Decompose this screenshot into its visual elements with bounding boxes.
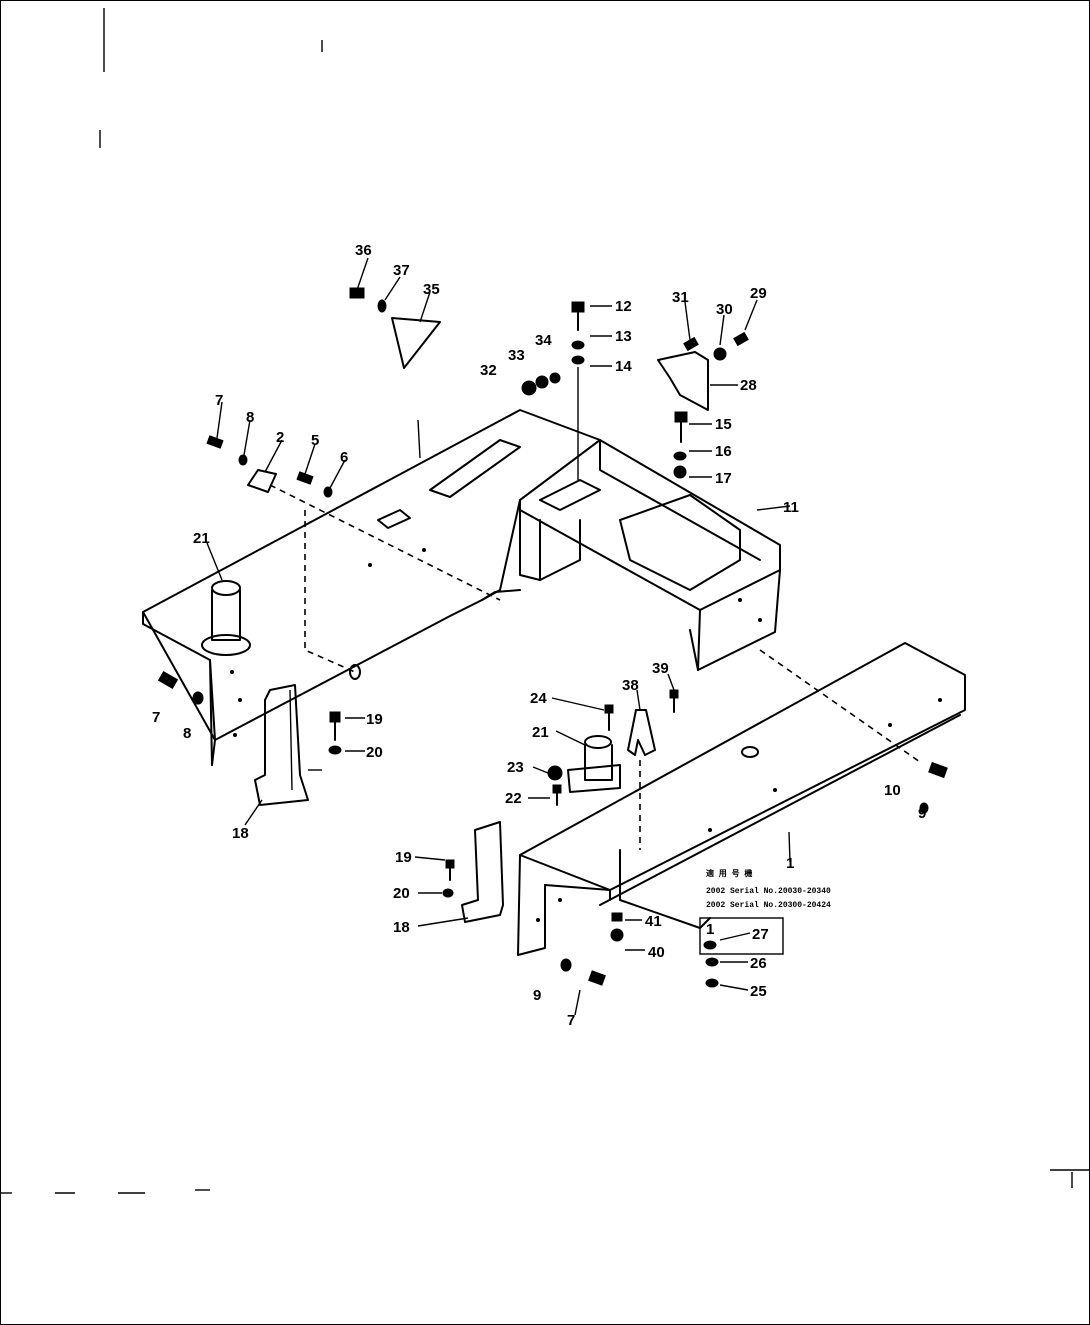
label-21-upper: 21: [193, 530, 210, 547]
label-33: 33: [508, 347, 525, 364]
lower-frame: [461, 642, 966, 956]
label-14: 14: [615, 358, 632, 375]
label-29: 29: [750, 285, 767, 302]
label-40: 40: [648, 944, 665, 961]
label-7-top: 7: [215, 392, 223, 409]
label-21-lower: 21: [532, 724, 549, 741]
label-32: 32: [480, 362, 497, 379]
label-5: 5: [311, 432, 319, 449]
label-19-upper: 19: [366, 711, 383, 728]
label-16: 16: [715, 443, 732, 460]
label-12: 12: [615, 298, 632, 315]
serial-note-line1: 2002 Serial No.20030-20340: [706, 887, 831, 896]
main-frame: [142, 409, 791, 806]
label-7-lower: 7: [567, 1012, 575, 1029]
serial-note-line2: 2002 Serial No.20300-20424: [706, 901, 831, 910]
alignment-lines: [269, 484, 921, 850]
label-27: 27: [752, 926, 769, 943]
label-36: 36: [355, 242, 372, 259]
label-1: 1: [786, 855, 794, 872]
label-17: 17: [715, 470, 732, 487]
label-25: 25: [750, 983, 767, 1000]
serial-note-box-number: 1: [706, 921, 714, 938]
label-23: 23: [507, 759, 524, 776]
label-8-left: 8: [183, 725, 191, 742]
label-8-top: 8: [246, 409, 254, 426]
label-41: 41: [645, 913, 662, 930]
label-30: 30: [716, 301, 733, 318]
label-18-upper: 18: [232, 825, 249, 842]
label-7-left: 7: [152, 709, 160, 726]
label-13: 13: [615, 328, 632, 345]
label-20-upper: 20: [366, 744, 383, 761]
serial-note: 適 用 号 機 2002 Serial No.20030-20340 2002 …: [706, 868, 831, 938]
small-parts: [157, 287, 948, 988]
label-28: 28: [740, 377, 757, 394]
label-11: 11: [783, 499, 799, 516]
label-20-lower: 20: [393, 885, 410, 902]
label-9-lower: 9: [533, 987, 541, 1004]
label-9-right: 9: [918, 805, 926, 822]
label-22: 22: [505, 790, 522, 807]
label-35: 35: [423, 281, 440, 298]
label-38: 38: [622, 677, 639, 694]
label-39: 39: [652, 660, 669, 677]
label-15: 15: [715, 416, 732, 433]
leader-lines: [206, 257, 791, 1016]
callout-labels: 36 37 35 12 13 14 31 30 29 34 33 32 28 1…: [152, 242, 926, 1029]
serial-note-heading: 適 用 号 機: [706, 868, 752, 879]
label-24: 24: [530, 690, 547, 707]
scan-marks: [0, 8, 1090, 1194]
label-19-lower: 19: [395, 849, 412, 866]
label-31: 31: [672, 289, 689, 306]
label-2: 2: [276, 429, 284, 446]
label-34: 34: [535, 332, 552, 349]
label-10: 10: [884, 782, 901, 799]
label-37: 37: [393, 262, 410, 279]
label-26: 26: [750, 955, 767, 972]
label-6: 6: [340, 449, 348, 466]
label-18-lower: 18: [393, 919, 410, 936]
